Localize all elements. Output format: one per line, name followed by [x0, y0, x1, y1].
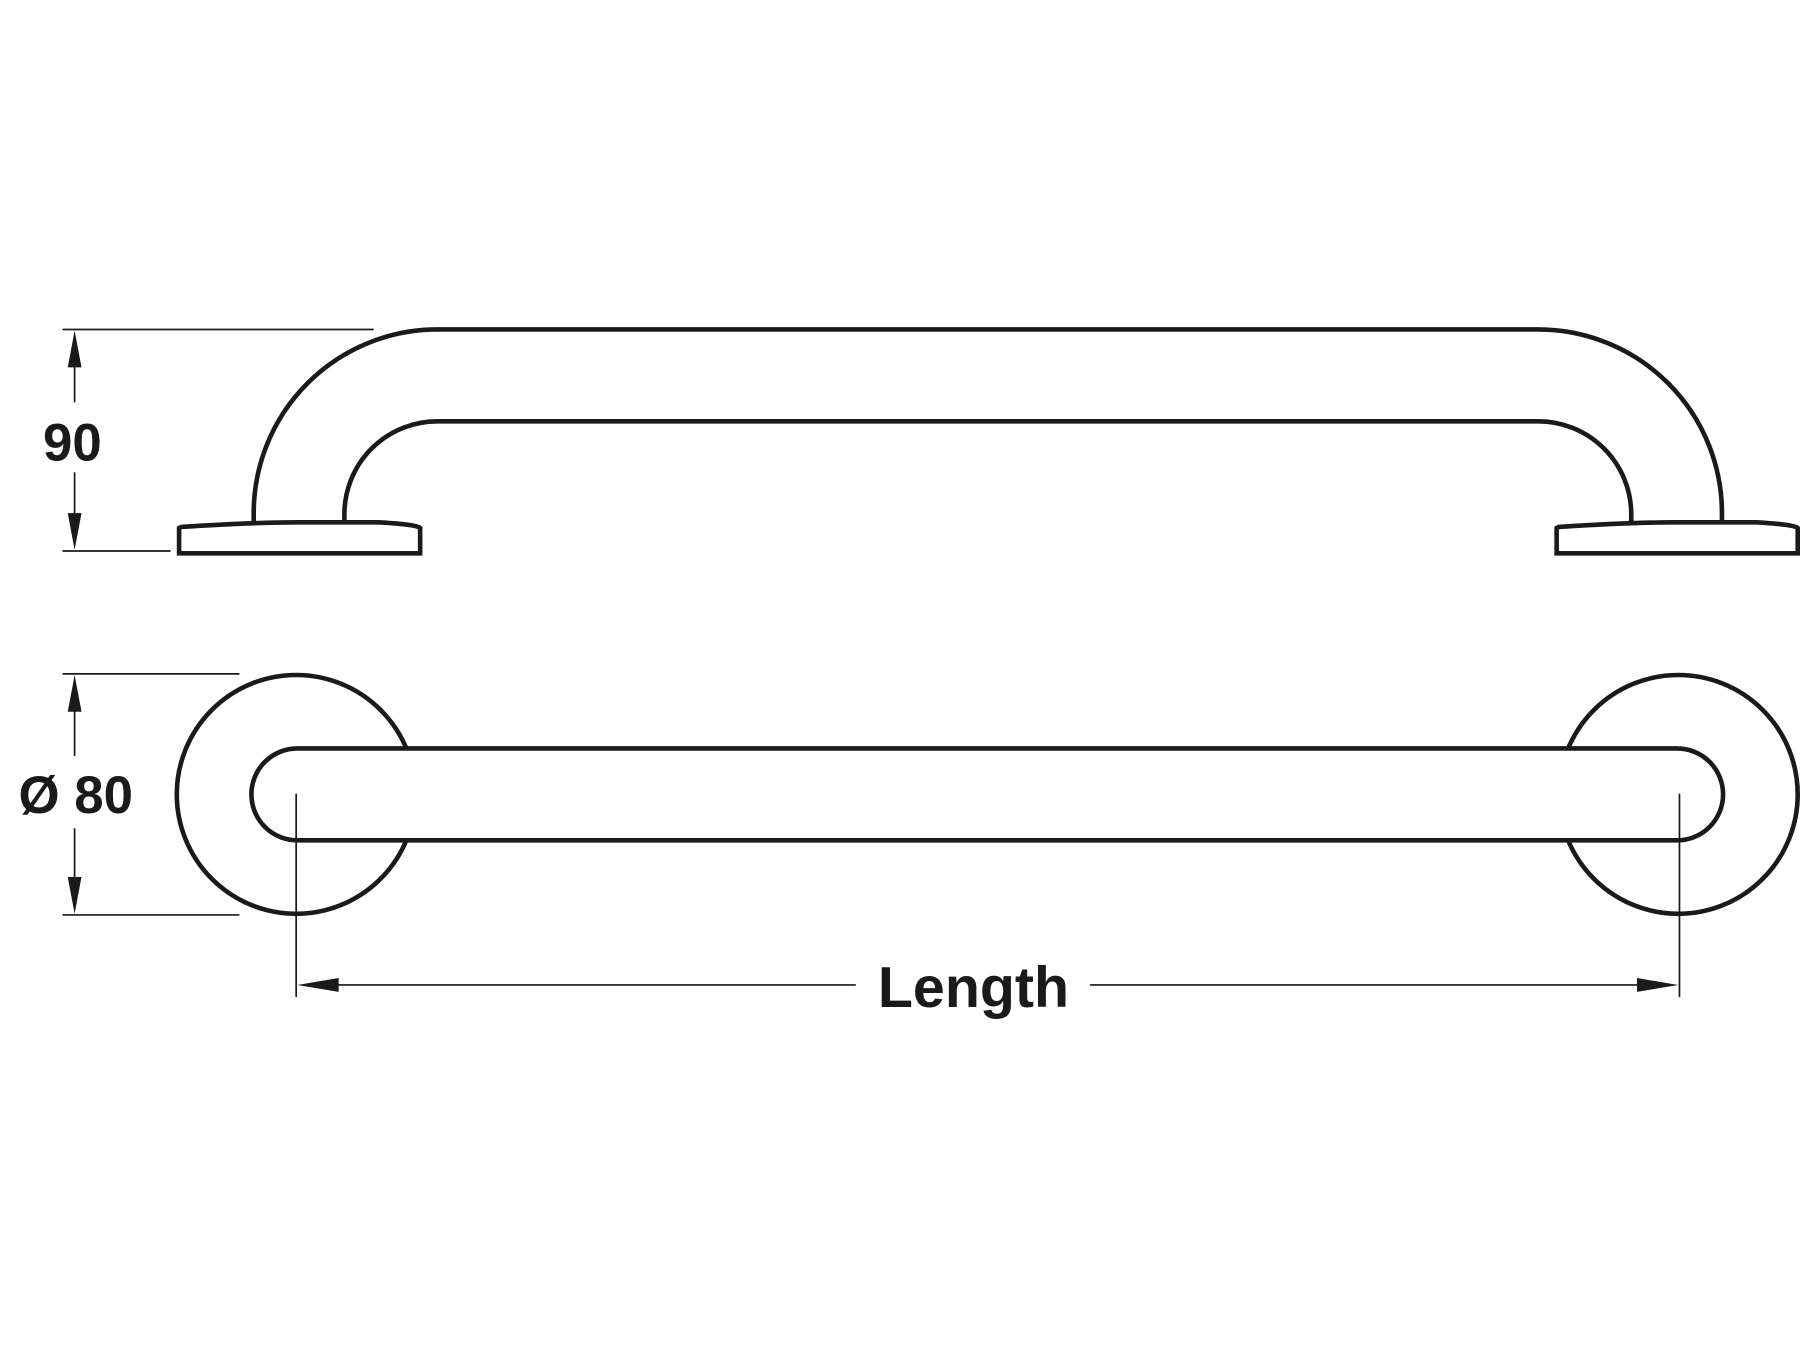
height-dimension-label: 90 [43, 413, 102, 472]
arrowhead-up-icon [67, 330, 82, 368]
arrowhead-left-icon [297, 978, 339, 992]
arrowhead-right-icon [1636, 978, 1679, 992]
rail-bar-top-view [249, 746, 1726, 843]
arrowhead-up-icon [67, 675, 82, 712]
right-mounting-plate [1554, 520, 1800, 556]
arrowhead-down-icon [67, 513, 82, 550]
rail-inner-profile [342, 419, 1634, 527]
arrowhead-down-icon [67, 877, 82, 914]
left-mounting-plate [176, 520, 423, 556]
length-dimension-label: Length [878, 956, 1069, 1020]
rail-outer-profile [251, 327, 1725, 527]
diameter-dimension-label: Ø 80 [19, 766, 133, 825]
top-view [62, 672, 1800, 998]
side-view [62, 327, 1800, 556]
